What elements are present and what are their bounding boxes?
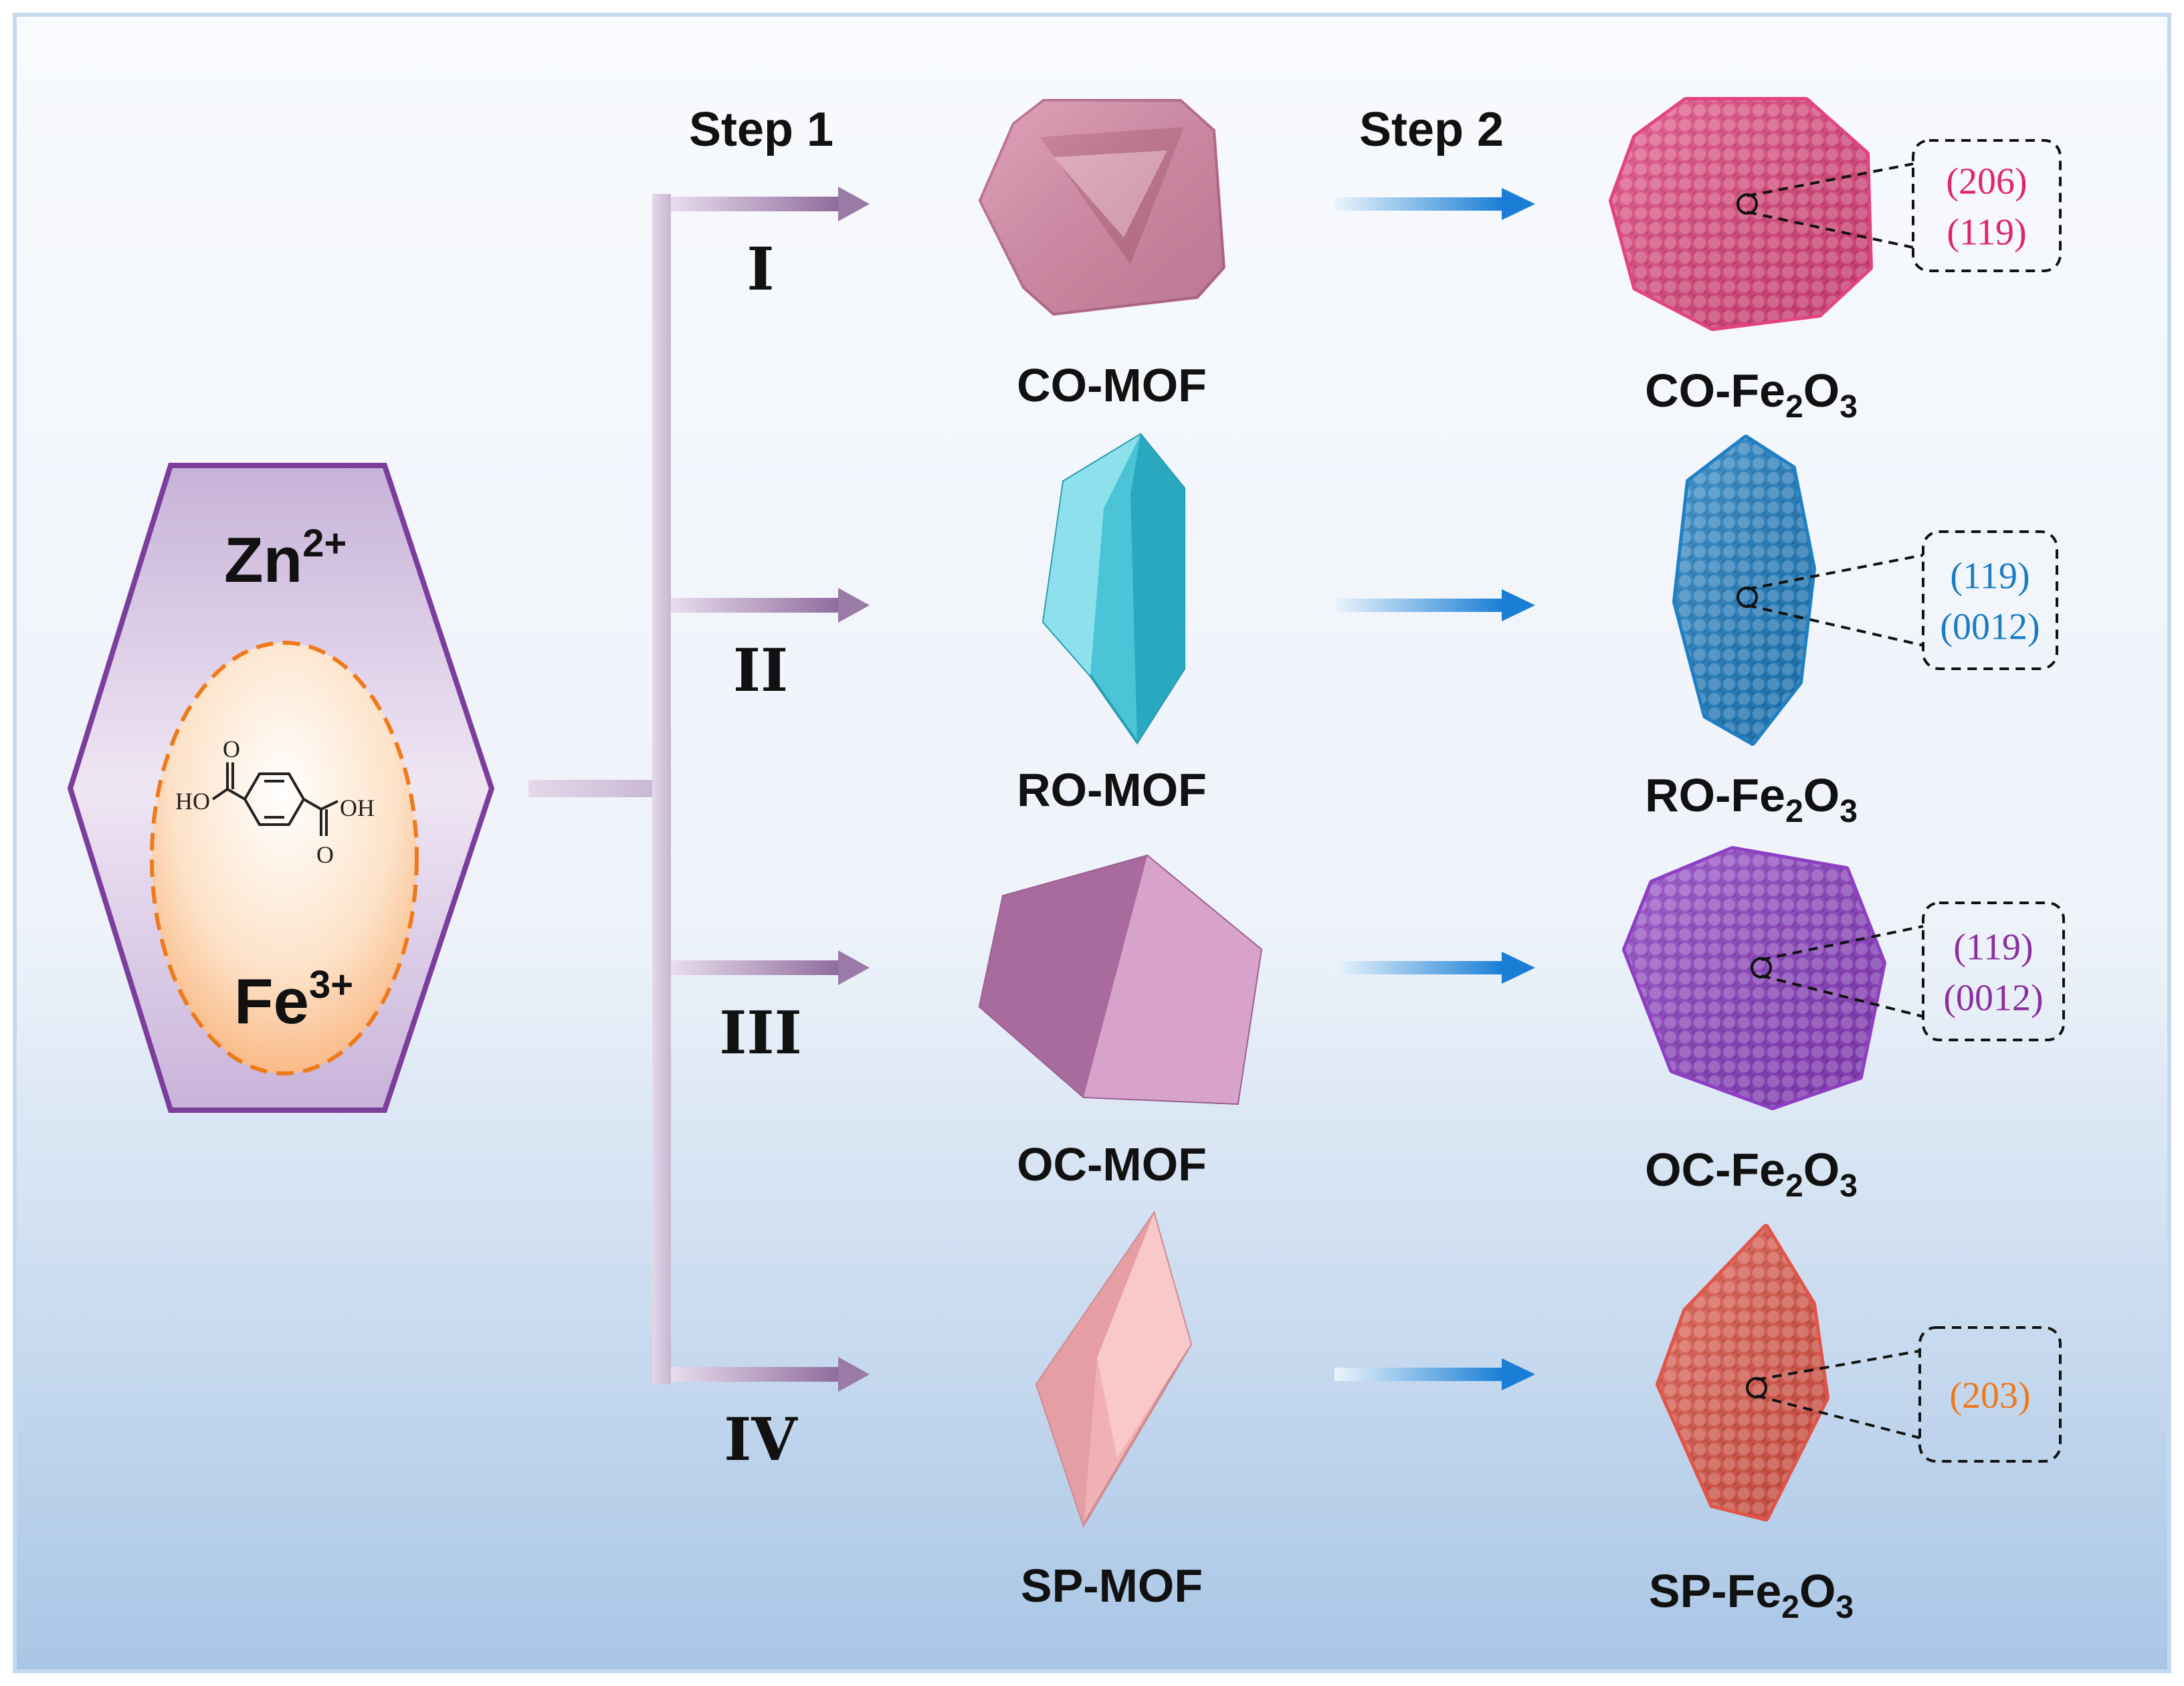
step1-arrow <box>671 187 870 221</box>
route-roman-numeral: IV <box>724 1404 798 1474</box>
precursor-hexagon: Zn2+ O HO OH O Fe3+ <box>67 463 495 1113</box>
oxide-label: RO-Fe2O3 <box>1645 769 1858 829</box>
mof-label: CO-MOF <box>1017 359 1207 411</box>
octahedron-icon <box>978 854 1263 1105</box>
oxygen-bottom-label: O <box>316 841 334 868</box>
truncated-octahedron-icon <box>978 99 1226 316</box>
step1-arrow <box>671 588 870 623</box>
route-roman-numeral: II <box>733 635 788 705</box>
zoom-indicator: (203) <box>1746 1326 2062 1463</box>
crystal-plane-label: (0012) <box>1940 607 2040 648</box>
crystal-plane-label: (119) <box>1950 556 2029 597</box>
step2-label: Step 2 <box>1359 103 1504 156</box>
crystal-plane-label: (119) <box>1947 212 2026 253</box>
crystal-plane-box <box>1922 530 2058 670</box>
branch-tree <box>528 194 671 1384</box>
crystal-plane-box <box>1912 139 2062 272</box>
terephthalic-acid-molecule <box>211 762 338 836</box>
spindle-icon <box>1035 1210 1193 1528</box>
step1-arrow <box>671 950 870 985</box>
oxide-label: SP-Fe2O3 <box>1649 1565 1854 1625</box>
ho-label: HO <box>175 788 210 815</box>
mof-label: SP-MOF <box>1021 1560 1203 1612</box>
route-row: IV SP-MOF (203) SP-Fe2O3 <box>671 1210 2062 1625</box>
route-roman-numeral: I <box>747 234 774 304</box>
crystal-plane-label: (0012) <box>1943 978 2043 1019</box>
step2-arrow <box>1334 952 1535 984</box>
oxide-label: OC-Fe2O3 <box>1645 1144 1858 1204</box>
oxide-label: CO-Fe2O3 <box>1645 364 1858 425</box>
crystal-plane-box <box>1918 1326 2062 1463</box>
route-roman-numeral: III <box>719 998 802 1067</box>
crystal-plane-label: (203) <box>1949 1375 2030 1416</box>
oxygen-top-label: O <box>223 736 240 762</box>
zoom-indicator: (119) (0012) <box>1751 902 2065 1041</box>
crystal-plane-label: (119) <box>1953 927 2033 968</box>
route-row: I CO-MOF (206) (119) CO-Fe2O3 <box>671 97 2062 425</box>
mof-label: OC-MOF <box>1017 1138 1207 1190</box>
route-row: III OC-MOF (119) (0012) OC-Fe2O3 <box>671 846 2065 1204</box>
fe2o3-particle <box>1622 846 1886 1110</box>
step1-arrow <box>671 1357 870 1392</box>
step1-label: Step 1 <box>689 103 833 156</box>
fe2o3-particle <box>1609 97 1873 331</box>
ligand-ellipse <box>150 641 419 1075</box>
zn-ion-label: Zn2+ <box>224 522 346 596</box>
fe2o3-particle <box>1656 1224 1829 1521</box>
zoom-indicator: (206) (119) <box>1736 139 2062 272</box>
mof-label: RO-MOF <box>1017 764 1207 816</box>
step2-arrow <box>1334 1358 1535 1390</box>
crystal-plane-box <box>1922 902 2065 1041</box>
step2-arrow <box>1334 589 1535 621</box>
zoom-indicator: (119) (0012) <box>1736 530 2058 670</box>
fe-ion-label: Fe3+ <box>234 963 353 1037</box>
route-row: II RO-MOF (119) (0012) RO-Fe2O3 <box>671 433 2058 829</box>
crystal-plane-label: (206) <box>1946 161 2027 203</box>
fe2o3-particle <box>1672 435 1816 746</box>
step2-arrow <box>1334 188 1535 220</box>
oh-label: OH <box>340 795 375 821</box>
rod-crystal-icon <box>1041 433 1185 745</box>
